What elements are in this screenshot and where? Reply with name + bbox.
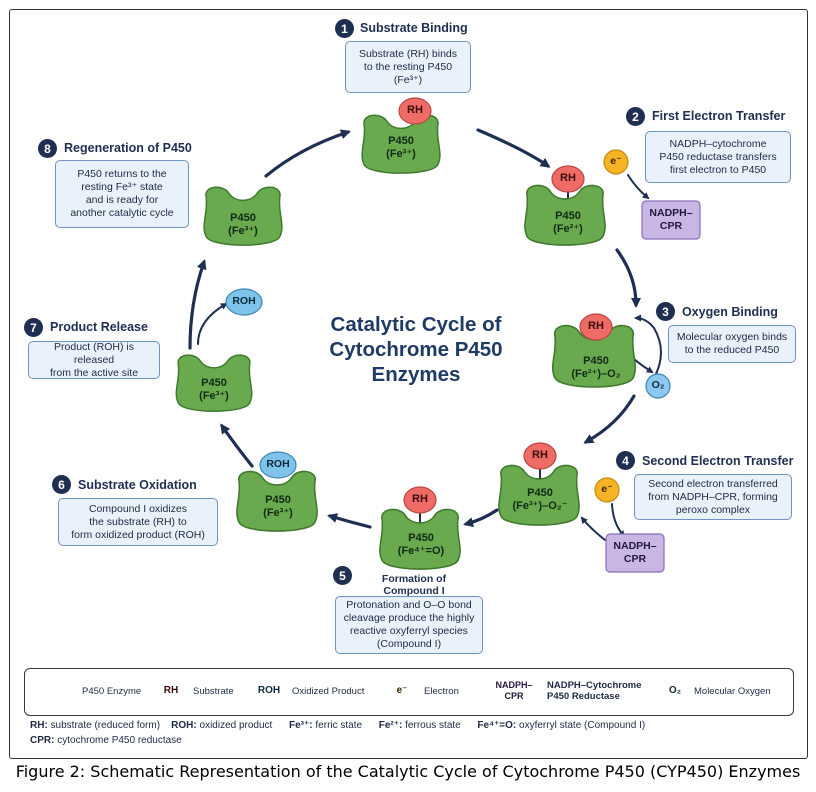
arrow-o2-loop [634,314,662,379]
arrow-right-mid-to-right-low [583,394,636,444]
rh-text-top: RH [407,104,423,116]
rh-text-right-low: RH [532,449,548,461]
legend-o2-label: Molecular Oxygen [694,686,771,697]
step-7-title: Product Release [50,320,148,334]
step-6-number: 6 [52,475,71,494]
arrow-bottom-to-left-low [327,513,372,529]
legend-roh-symbol-text: ROH [257,685,281,696]
arrow-top-to-right [476,128,551,168]
cpr-text-1: NADPH–CPR [649,207,693,232]
enzyme-label-bottom: P450(Fe⁴⁺=O) [397,532,445,557]
species-bubbles [225,97,701,573]
arrow-electron-2-to-cpr [611,503,626,538]
arrow-cpr2-to-enzyme [580,516,606,541]
legend-rh-symbol-text: RH [163,685,179,696]
rh-bubble-right-mid [579,313,613,341]
step-8-title: Regeneration of P450 [64,141,192,155]
arrow-electron-1-to-cpr [627,174,650,200]
arrow-right-low-to-bottom [463,508,499,528]
enzyme-label-right-low: P450(Fe³⁺)–O₂⁻ [512,487,568,512]
roh-text-left-low: ROH [266,458,290,470]
rh-bubble-bottom [403,486,437,514]
center-title: Catalytic Cycle of Cytochrome P450 Enzym… [329,313,503,386]
abbreviations-line-1: RH: substrate (reduced form) ROH: oxidiz… [30,720,646,731]
roh-bubble-left-low [259,451,297,479]
electron-text-2: e⁻ [601,483,613,495]
legend-rh-label: Substrate [193,686,234,697]
rh-text-bottom: RH [412,493,428,505]
legend-o2-symbol-text: O₂ [668,685,682,696]
abbreviations-line-2: CPR: cytochrome P450 reductase [30,735,182,746]
step-8-number: 8 [38,139,57,158]
arrow-left-mid-to-left-top [188,259,207,350]
cpr-text-2: NADPH–CPR [613,540,657,565]
step-7-number: 7 [24,318,43,337]
electron-bubble-2 [594,477,620,503]
enzyme-label-left-top: P450(Fe³⁺) [228,212,258,237]
rh-text-right-top: RH [560,172,576,184]
rh-text-right-mid: RH [588,320,604,332]
legend-cpr-symbol-text: NADPH–CPR [495,680,533,701]
arrow-product-release [197,303,228,345]
enzyme-label-left-low: P450(Fe³⁺) [263,494,293,519]
cpr-box-2 [605,533,665,573]
step-4-title: Second Electron Transfer [642,454,794,468]
step-1-title: Substrate Binding [360,21,468,35]
step-5-title: Formation of Compound I [381,573,447,597]
step-5-number: 5 [333,566,352,585]
rh-bubble-top [398,97,432,125]
step-3-number: 3 [656,302,675,321]
rh-bubble-right-top [551,165,585,193]
legend-electron-label: Electron [424,686,459,697]
enzyme-label-top: P450(Fe³⁺) [386,135,416,160]
enzyme-label-right-mid: P450(Fe²⁺)–O₂ [571,355,621,380]
step-1-number: 1 [335,19,354,38]
legend-electron-symbol-text: e⁻ [396,685,408,696]
step-6-title: Substrate Oxidation [78,478,197,492]
arrow-left-top-to-top [264,129,351,178]
roh-bubble-released [225,288,263,316]
figure-caption: Figure 2: Schematic Representation of th… [15,762,801,781]
cycle-arrows [188,128,641,529]
enzyme-label-right-top: P450(Fe²⁺) [553,210,583,235]
arrow-right-top-to-right-mid [615,248,641,308]
roh-text-released: ROH [232,295,256,307]
electron-text-1: e⁻ [610,155,622,167]
step-3-title: Oxygen Binding [682,305,778,319]
step-2-number: 2 [626,107,645,126]
rh-bubble-right-low [523,442,557,470]
step-4-number: 4 [616,451,635,470]
legend-roh-label: Oxidized Product [292,686,365,697]
legend [24,668,794,716]
step-2-title: First Electron Transfer [652,109,786,123]
cpr-box-1 [641,200,701,240]
legend-enzyme-label: P450 Enzyme [82,686,142,697]
o2-bubble [645,373,671,399]
o2-text: O₂ [651,379,665,391]
arrow-left-low-to-left-mid [220,423,254,468]
electron-bubble-1 [603,149,629,175]
enzyme-label-left-mid: P450(Fe³⁺) [199,377,229,402]
